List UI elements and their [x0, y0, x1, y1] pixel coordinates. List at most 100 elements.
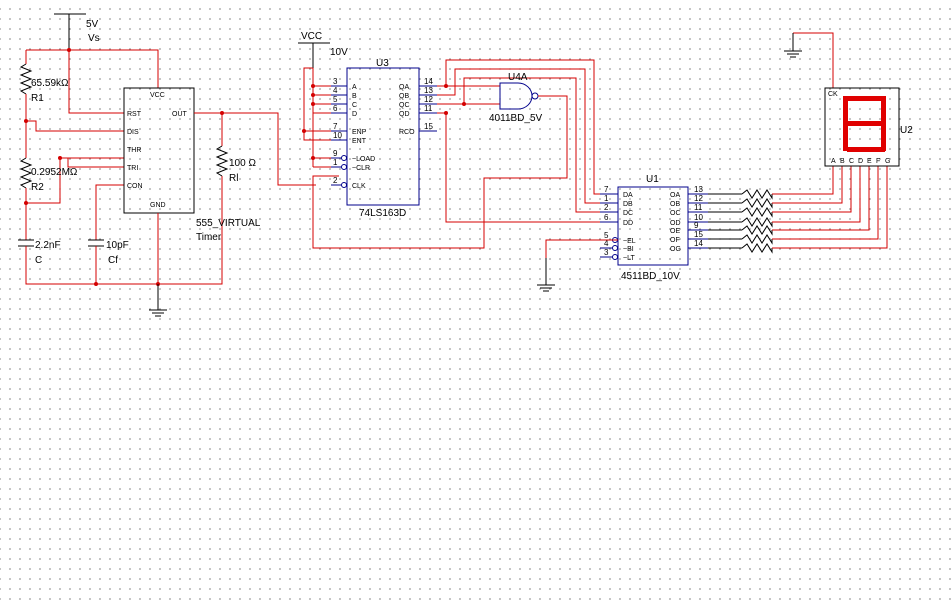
vcc-voltage-label: 10V — [330, 47, 348, 58]
u1-pin-num: 13 — [694, 185, 703, 194]
u3-pin-num: 7 — [333, 122, 338, 131]
u1-pin-num: 1 — [604, 194, 609, 203]
r2-value: 0.2952MΩ — [31, 167, 78, 178]
r1-resistor[interactable] — [19, 63, 33, 95]
u1-pin-name: OF — [670, 237, 680, 244]
r2-resistor[interactable] — [19, 157, 33, 189]
u1-left-pins: 7DA 1DB 2DC 6DD 5 ~EL 4 ~BI 3 ~LT — [600, 185, 636, 262]
ground-u2 — [784, 33, 802, 58]
timer-pin-rst: RST — [127, 111, 142, 118]
timer-part-label: 555_VIRTUAL — [196, 218, 261, 229]
u1-pin-name: ~BI — [623, 246, 634, 253]
u4a-ref: U4A — [508, 72, 528, 83]
u1-pin-num: 15 — [694, 230, 703, 239]
u1-pin-name: DA — [623, 192, 633, 199]
segment-resistor[interactable] — [741, 217, 773, 228]
u1-pin-num: 2 — [604, 203, 609, 212]
u1-pin-name: OD — [670, 220, 681, 227]
u3-pin-name: A — [352, 84, 357, 91]
segment-resistor[interactable] — [741, 207, 773, 218]
segment-resistor[interactable] — [741, 234, 773, 245]
vs-voltage-label: 5V — [86, 19, 99, 30]
u1-pin-num: 14 — [694, 239, 703, 248]
u3-pin-num: 11 — [424, 104, 433, 113]
u1-pin-name: OE — [670, 228, 680, 235]
timer-pin-out: OUT — [172, 111, 188, 118]
u1-pin-name: DD — [623, 220, 633, 227]
u2-pin-b: B — [840, 158, 845, 165]
u4a-nand-gate[interactable]: U4A 4011BD_5V — [489, 72, 543, 124]
u1-pin-num: 9 — [694, 221, 699, 230]
segment-resistor[interactable] — [741, 243, 773, 254]
u2-pin-c: C — [849, 158, 854, 165]
r2-ref: R2 — [31, 182, 44, 193]
vs-power-source[interactable]: 5V Vs — [54, 13, 100, 50]
u1-ref: U1 — [646, 174, 659, 185]
u3-part-label: 74LS163D — [359, 208, 406, 219]
vs-ref-label: Vs — [88, 33, 100, 44]
r1-value: 65.59kΩ — [31, 78, 69, 89]
timer-pin-gnd: GND — [150, 202, 166, 209]
u3-pin-num: 13 — [424, 86, 433, 95]
u1-pin-num: 5 — [604, 231, 609, 240]
u1-pin-num: 11 — [694, 203, 703, 212]
u3-pin-name: B — [352, 93, 357, 100]
u2-pin-d: D — [858, 158, 863, 165]
u3-pin-name: QC — [399, 102, 410, 109]
segment-resistor-bank[interactable] — [708, 166, 888, 254]
u2-ck-label: CK — [828, 91, 838, 98]
u1-pin-num: 10 — [694, 213, 703, 222]
thr-wire — [25, 157, 124, 204]
timer-sub-label: Timer — [196, 232, 222, 243]
u1-part-label: 4511BD_10V — [621, 271, 680, 282]
segment-resistor[interactable] — [741, 198, 773, 209]
u3-pin-name: QA — [399, 84, 409, 91]
u1-pin-name: ~EL — [623, 238, 636, 245]
u3-ref: U3 — [376, 58, 389, 69]
segment-resistor[interactable] — [741, 189, 773, 200]
timer-pin-thr: THR — [127, 147, 141, 154]
cf-ref: Cf — [108, 255, 118, 266]
u3-pin-num: 5 — [333, 95, 338, 104]
c-value: 2.2nF — [35, 240, 61, 251]
display-ground-wire — [793, 32, 834, 88]
timer-555[interactable]: VCC RST DIS THR TRI CON OUT GND — [123, 87, 195, 214]
u1-pin-num: 6 — [604, 213, 609, 222]
u1-pin-name: DC — [623, 210, 633, 217]
segment-resistor[interactable] — [741, 225, 773, 236]
dis-wire — [26, 120, 124, 132]
digit-segments — [843, 96, 886, 152]
u1-pin-num: 3 — [604, 248, 609, 257]
u3-pin-num: 3 — [333, 77, 338, 86]
cf-value: 10pF — [106, 240, 129, 251]
u3-pin-num: 4 — [333, 86, 338, 95]
u1-pin-num: 7 — [604, 185, 609, 194]
u3-pin-name: ~LOAD — [352, 156, 375, 163]
reset-wire — [68, 50, 124, 114]
u3-pin-name: QD — [399, 111, 410, 118]
u3-pin-name: ENT — [352, 138, 367, 145]
clock-wire — [194, 112, 316, 186]
vcc-power-source[interactable]: VCC 10V — [298, 31, 348, 68]
u3-pin-num: 10 — [333, 131, 342, 140]
rl-resistor[interactable] — [215, 145, 229, 177]
u2-pin-g: G — [885, 158, 890, 165]
u1-pin-name: ~LT — [623, 255, 635, 262]
u3-pin-name: QB — [399, 93, 409, 100]
r1-ref: R1 — [31, 93, 44, 104]
u3-pin-num: 6 — [333, 104, 338, 113]
u1-pin-name: DB — [623, 201, 633, 208]
u1-pin-name: OB — [670, 201, 680, 208]
u3-pin-num: 2 — [333, 176, 338, 185]
rl-ref: Rl — [229, 173, 238, 184]
u1-pin-num: 4 — [604, 239, 609, 248]
rl-value: 100 Ω — [229, 158, 256, 169]
